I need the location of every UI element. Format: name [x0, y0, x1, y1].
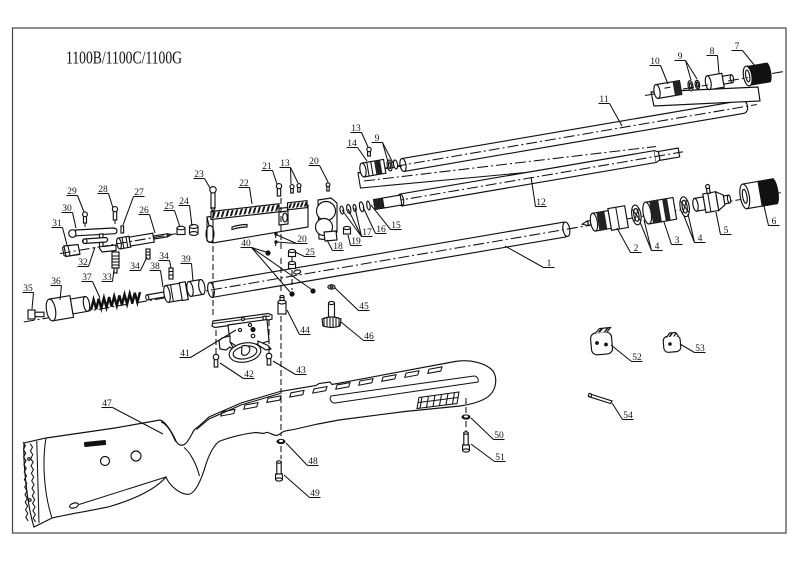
svg-text:13: 13	[280, 159, 290, 169]
svg-text:22: 22	[239, 179, 249, 189]
svg-text:25: 25	[164, 202, 174, 212]
svg-text:1100B/1100C/1100G: 1100B/1100C/1100G	[66, 48, 182, 68]
svg-text:18: 18	[333, 242, 343, 252]
svg-text:14: 14	[347, 139, 357, 149]
svg-text:34: 34	[159, 252, 169, 262]
svg-text:31: 31	[52, 219, 62, 229]
svg-text:37: 37	[82, 273, 92, 283]
svg-text:24: 24	[179, 197, 189, 207]
svg-text:46: 46	[364, 332, 374, 342]
svg-text:38: 38	[150, 262, 160, 272]
svg-text:21: 21	[262, 162, 272, 172]
svg-text:35: 35	[23, 284, 33, 294]
svg-text:10: 10	[650, 57, 660, 67]
svg-text:2: 2	[634, 244, 639, 254]
svg-text:39: 39	[181, 255, 191, 265]
svg-text:11: 11	[599, 95, 608, 105]
svg-text:5: 5	[724, 226, 729, 236]
svg-text:16: 16	[376, 225, 386, 235]
svg-text:25: 25	[305, 248, 315, 258]
svg-text:44: 44	[300, 326, 310, 336]
svg-text:49: 49	[310, 489, 320, 499]
svg-text:36: 36	[51, 277, 61, 287]
svg-text:54: 54	[623, 411, 633, 421]
svg-text:28: 28	[98, 185, 108, 195]
svg-text:33: 33	[102, 273, 112, 283]
svg-text:1: 1	[547, 259, 552, 269]
svg-text:26: 26	[139, 206, 149, 216]
svg-text:15: 15	[391, 221, 401, 231]
svg-text:50: 50	[494, 431, 504, 441]
svg-text:32: 32	[78, 258, 88, 268]
svg-text:40: 40	[241, 239, 251, 249]
svg-text:52: 52	[632, 353, 642, 363]
svg-text:13: 13	[351, 124, 361, 134]
svg-text:29: 29	[67, 187, 77, 197]
svg-text:20: 20	[309, 157, 319, 167]
svg-text:20: 20	[297, 235, 307, 245]
svg-text:27: 27	[134, 188, 144, 198]
svg-text:30: 30	[62, 204, 72, 214]
svg-text:51: 51	[495, 453, 505, 463]
svg-text:42: 42	[244, 370, 254, 380]
svg-text:45: 45	[359, 302, 369, 312]
svg-text:48: 48	[308, 457, 318, 467]
svg-text:47: 47	[102, 399, 112, 409]
svg-text:6: 6	[772, 217, 777, 227]
svg-text:34: 34	[130, 262, 140, 272]
svg-text:23: 23	[194, 170, 204, 180]
svg-text:7: 7	[735, 42, 740, 52]
svg-text:8: 8	[710, 47, 715, 57]
svg-text:3: 3	[675, 236, 680, 246]
svg-text:17: 17	[362, 228, 372, 238]
svg-text:53: 53	[695, 344, 705, 354]
svg-text:12: 12	[536, 198, 546, 208]
svg-text:4: 4	[698, 234, 703, 244]
svg-text:43: 43	[296, 366, 306, 376]
svg-text:41: 41	[180, 349, 190, 359]
svg-text:4: 4	[655, 242, 660, 252]
svg-text:9: 9	[678, 52, 683, 62]
svg-text:19: 19	[351, 237, 361, 247]
svg-text:9: 9	[375, 134, 380, 144]
